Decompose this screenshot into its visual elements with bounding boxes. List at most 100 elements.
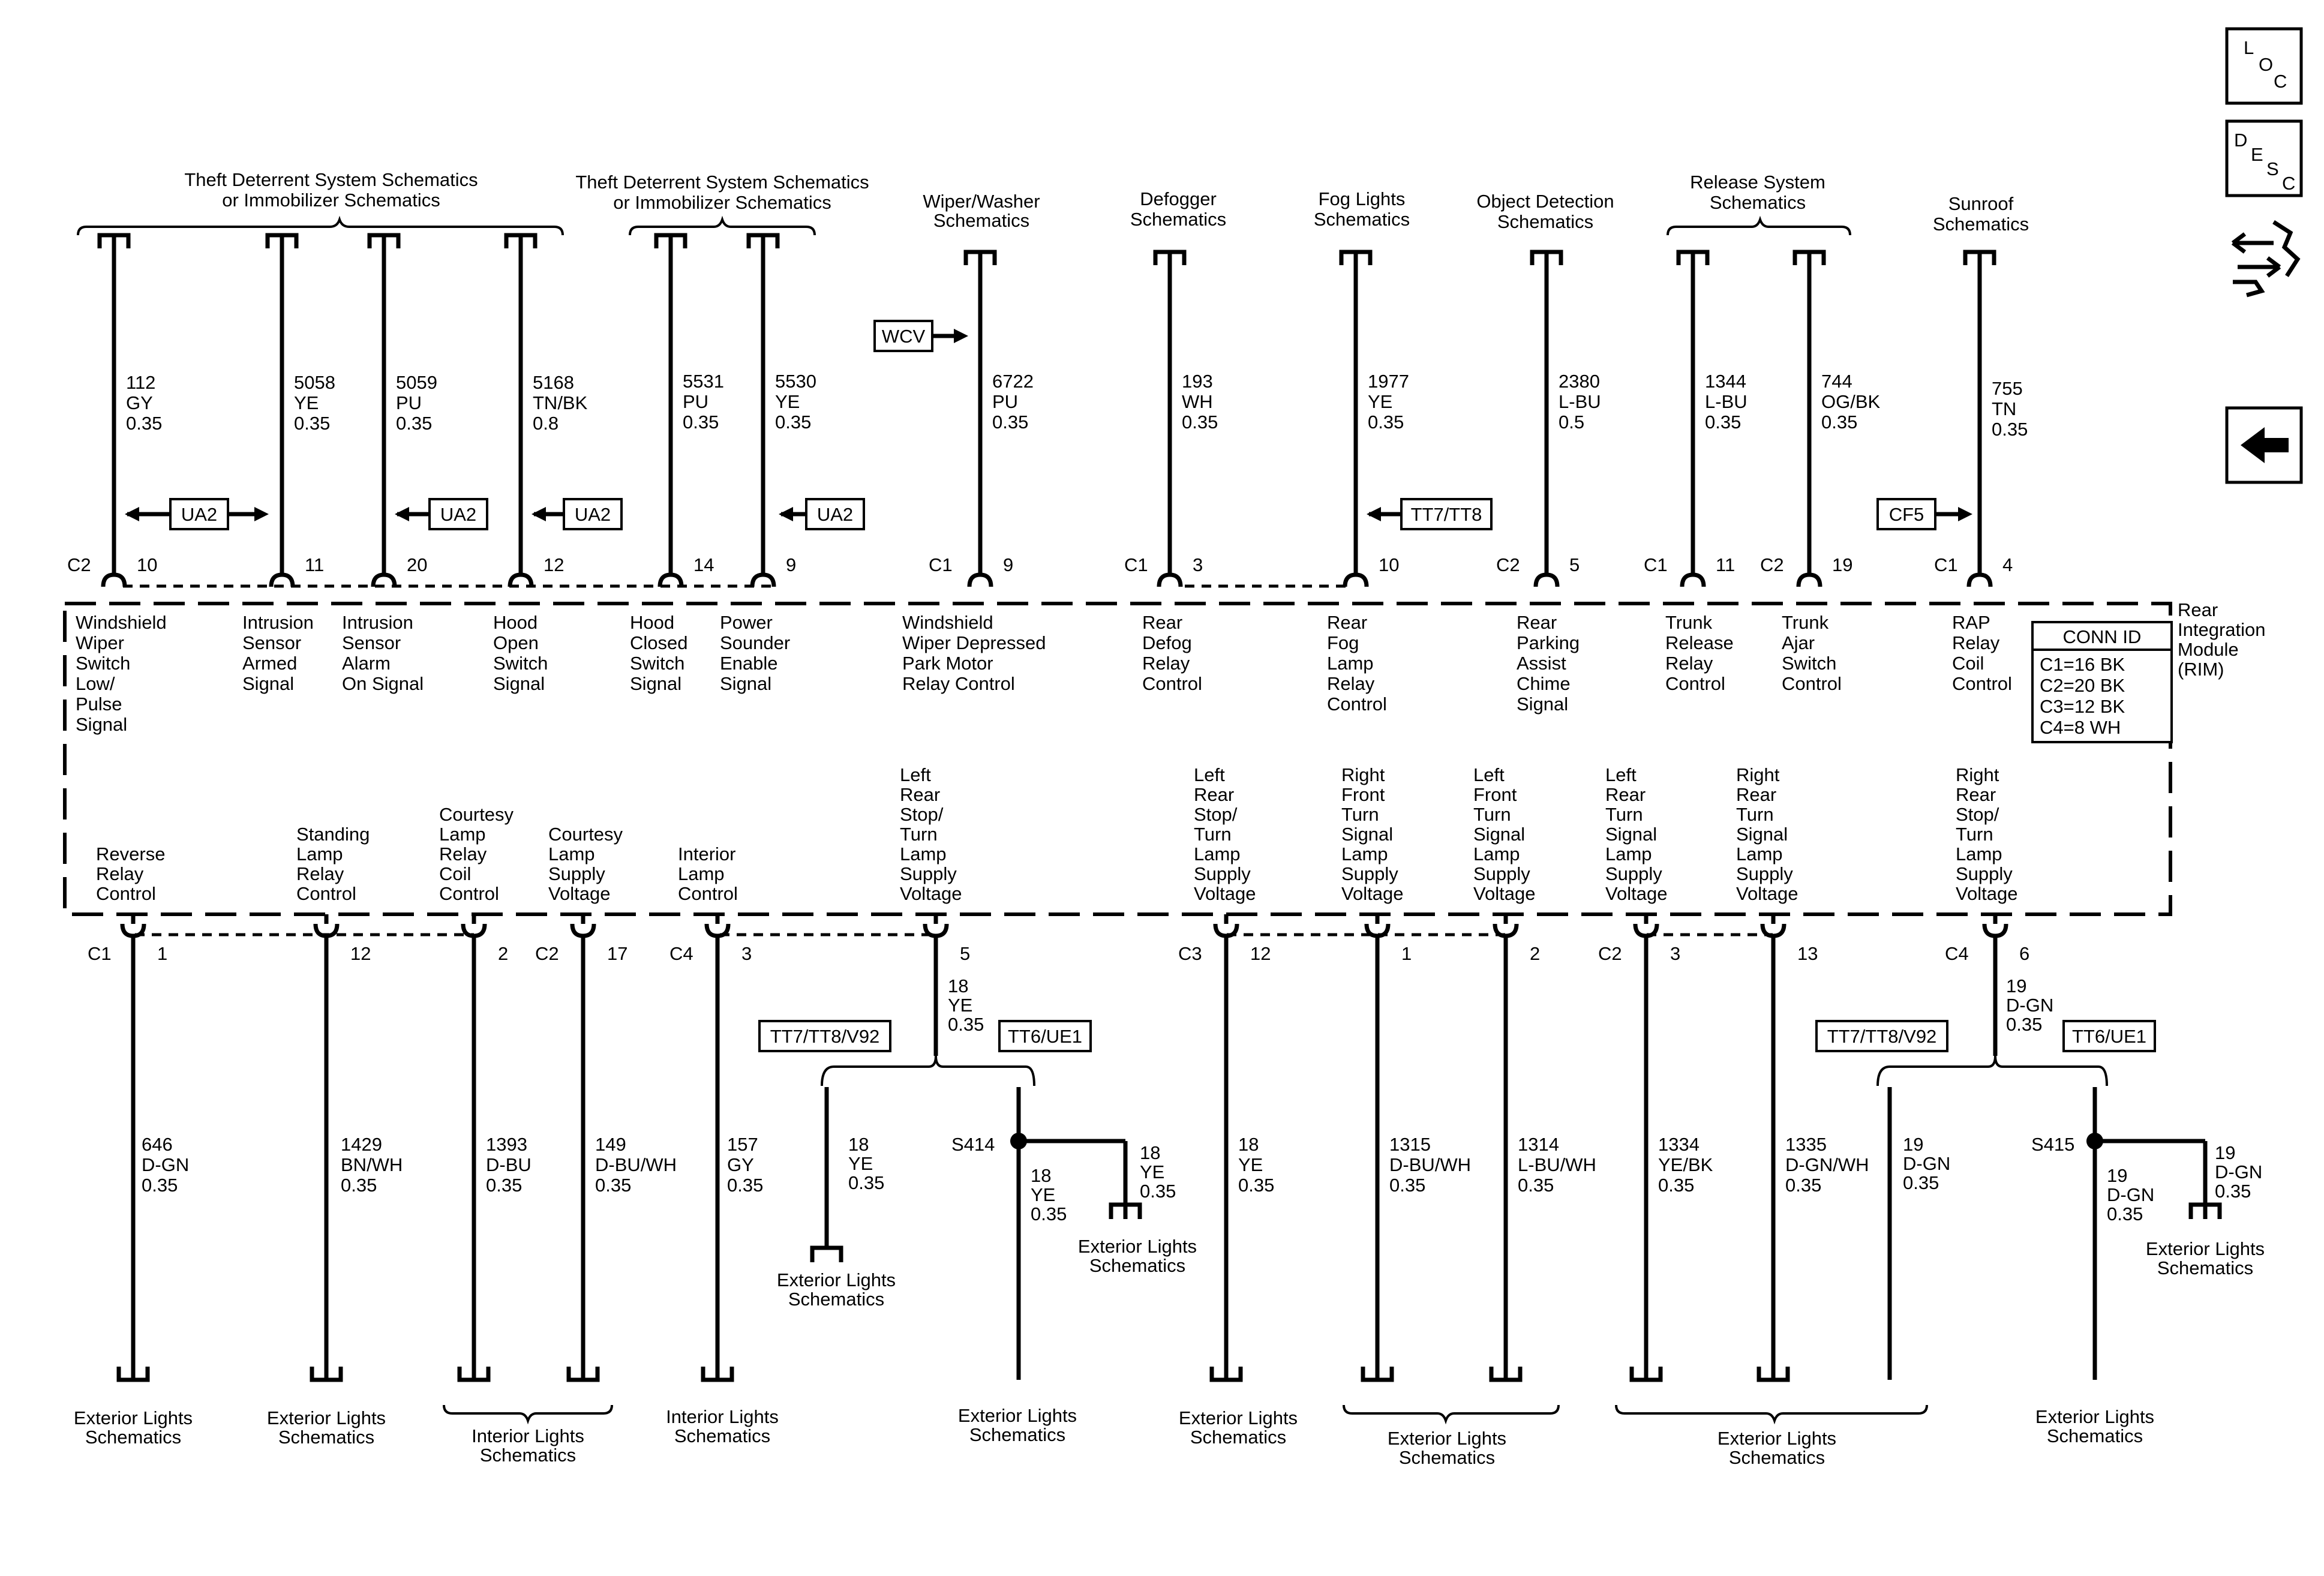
back-arrow-icon [2241,427,2289,463]
back-arrow-button[interactable] [2225,406,2303,484]
pin-function-label: Switch [1782,653,1836,674]
pin-function-label: Control [96,883,156,904]
connector-pin-symbol [269,572,295,587]
pin-number: 11 [1716,554,1735,575]
terminal-bracket [265,233,299,248]
svg-text:S414: S414 [951,1134,995,1155]
circuit-label: 0.35 [1658,1175,1694,1196]
pin-function-label: Voltage [1473,883,1535,904]
pin-function-label: Lamp [678,863,725,884]
pin-function-label: Reverse [96,843,165,864]
desc-letter: S [2266,158,2279,179]
pin-function-label: Right [1341,764,1385,785]
pin-function-label: Signal [720,673,771,694]
pin-function-label: Signal [76,714,127,735]
pin-function-label: Control [296,883,356,904]
pin-function-label: Closed [630,632,688,653]
circuit-label: 157 [727,1134,758,1155]
svg-text:D-GN: D-GN [2107,1184,2154,1205]
pin-function-label: Voltage [1736,883,1798,904]
svg-text:0.35: 0.35 [2107,1203,2143,1224]
pin-function-label: Supply [1605,863,1662,884]
pin-function-label: Turn [1194,824,1232,845]
connector-pin-symbol [570,923,596,938]
circuit-label: GY [727,1154,754,1175]
pin-number: 10 [1379,554,1399,575]
terminal-bracket [1361,1367,1394,1382]
connector-id: C2 [67,554,91,575]
connector-pin-symbol [508,572,534,587]
bottom-circuit: 1335D-GN/WH0.3513RightRearTurnSignalLamp… [1736,764,1869,1382]
pin-function-label: Relay [96,863,144,884]
loc-button[interactable]: L O C [2225,27,2303,105]
connector-pin-symbol [1157,572,1183,587]
circuit-label: 0.35 [992,412,1028,433]
pin-number: 1 [1401,943,1412,964]
svg-text:Object Detection: Object Detection [1476,191,1614,212]
pin-number: 5 [1569,554,1580,575]
pin-number: 2 [1530,943,1540,964]
svg-text:UA2: UA2 [575,504,611,525]
svg-text:TT7/TT8/V92: TT7/TT8/V92 [1827,1026,1937,1047]
loc-letter: C [2274,71,2287,92]
pin-function-label: Left [1194,764,1225,785]
circuit-label: 1393 [486,1134,527,1155]
option-badge-ua2: UA2 [779,498,865,530]
option-badge-cf5: CF5 [1876,498,1972,530]
dest-exterior-lights: Exterior Lights Schematics [2146,1238,2265,1278]
circuit-label: PU [683,391,708,412]
branch-right-rear-stop [1876,936,2222,1380]
top-dest-sunroof: Sunroof Schematics [1933,193,2029,235]
terminal-bracket [310,1367,343,1382]
terminal-bracket [701,1367,734,1382]
pin-function-label: Voltage [900,883,962,904]
connector-id: C1 [1124,554,1148,575]
splice-s415: S415 [2031,1134,2074,1155]
pin-function-label: Relay [1327,673,1375,694]
pin-number: 20 [407,554,427,575]
circuit-label: 0.35 [1785,1175,1821,1196]
circuit-label: 0.35 [1389,1175,1425,1196]
pin-function-label: Hood [493,612,538,633]
top-dest-release: Release System Schematics [1690,172,1825,213]
pin-function-label: Lamp [1605,843,1652,864]
svg-text:Exterior Lights: Exterior Lights [74,1407,193,1428]
svg-text:Schematics: Schematics [1089,1255,1185,1276]
terminal-bracket [367,233,401,248]
pin-function-label: Coil [1952,653,1984,674]
circuit-label: 5168 [533,372,574,393]
svg-text:Schematics: Schematics [1130,209,1226,230]
pin-function-label: Lamp [900,843,947,864]
svg-text:Exterior Lights: Exterior Lights [1078,1236,1197,1257]
svg-text:Schematics: Schematics [1190,1427,1286,1448]
pin-number: 3 [1193,554,1203,575]
option-badge-ua2: UA2 [125,498,269,530]
svg-text:Schematics: Schematics [480,1445,576,1466]
svg-text:Theft Deterrent System Schemat: Theft Deterrent System Schematics [184,169,478,190]
pin-number: 5 [960,943,970,964]
desc-button[interactable]: D E S C [2225,119,2303,197]
pin-function-label: Supply [1736,863,1793,884]
connector-swap-icon[interactable] [2231,220,2301,298]
pin-function-label: Front [1341,784,1385,805]
terminal-bracket [1153,250,1187,265]
pin-function-label: Relay Control [902,673,1015,694]
pin-number: 3 [1670,943,1680,964]
circuit-label: 5530 [775,371,816,392]
dest-exterior-lights: Exterior Lights Schematics [1388,1428,1506,1468]
conn-id-line: C2=20 BK [2040,675,2125,696]
pin-function-label: Voltage [1341,883,1403,904]
pin-function-label: Pulse [76,694,122,715]
svg-text:TT6/UE1: TT6/UE1 [2072,1026,2146,1047]
pin-function-label: Signal [1517,694,1568,715]
pin-function-label: Turn [1605,804,1643,825]
svg-text:Exterior Lights: Exterior Lights [777,1269,896,1290]
terminal-bracket [97,233,131,248]
svg-text:18: 18 [1140,1142,1160,1163]
circuit-label: 193 [1182,371,1213,392]
connector-pin-symbol [1966,572,1993,587]
bottom-circuit: 1315D-BU/WH0.351RightFrontTurnSignalLamp… [1341,764,1471,1382]
bottom-circuit: 1393D-BU0.352CourtesyLampRelayCoilContro… [439,804,532,1382]
